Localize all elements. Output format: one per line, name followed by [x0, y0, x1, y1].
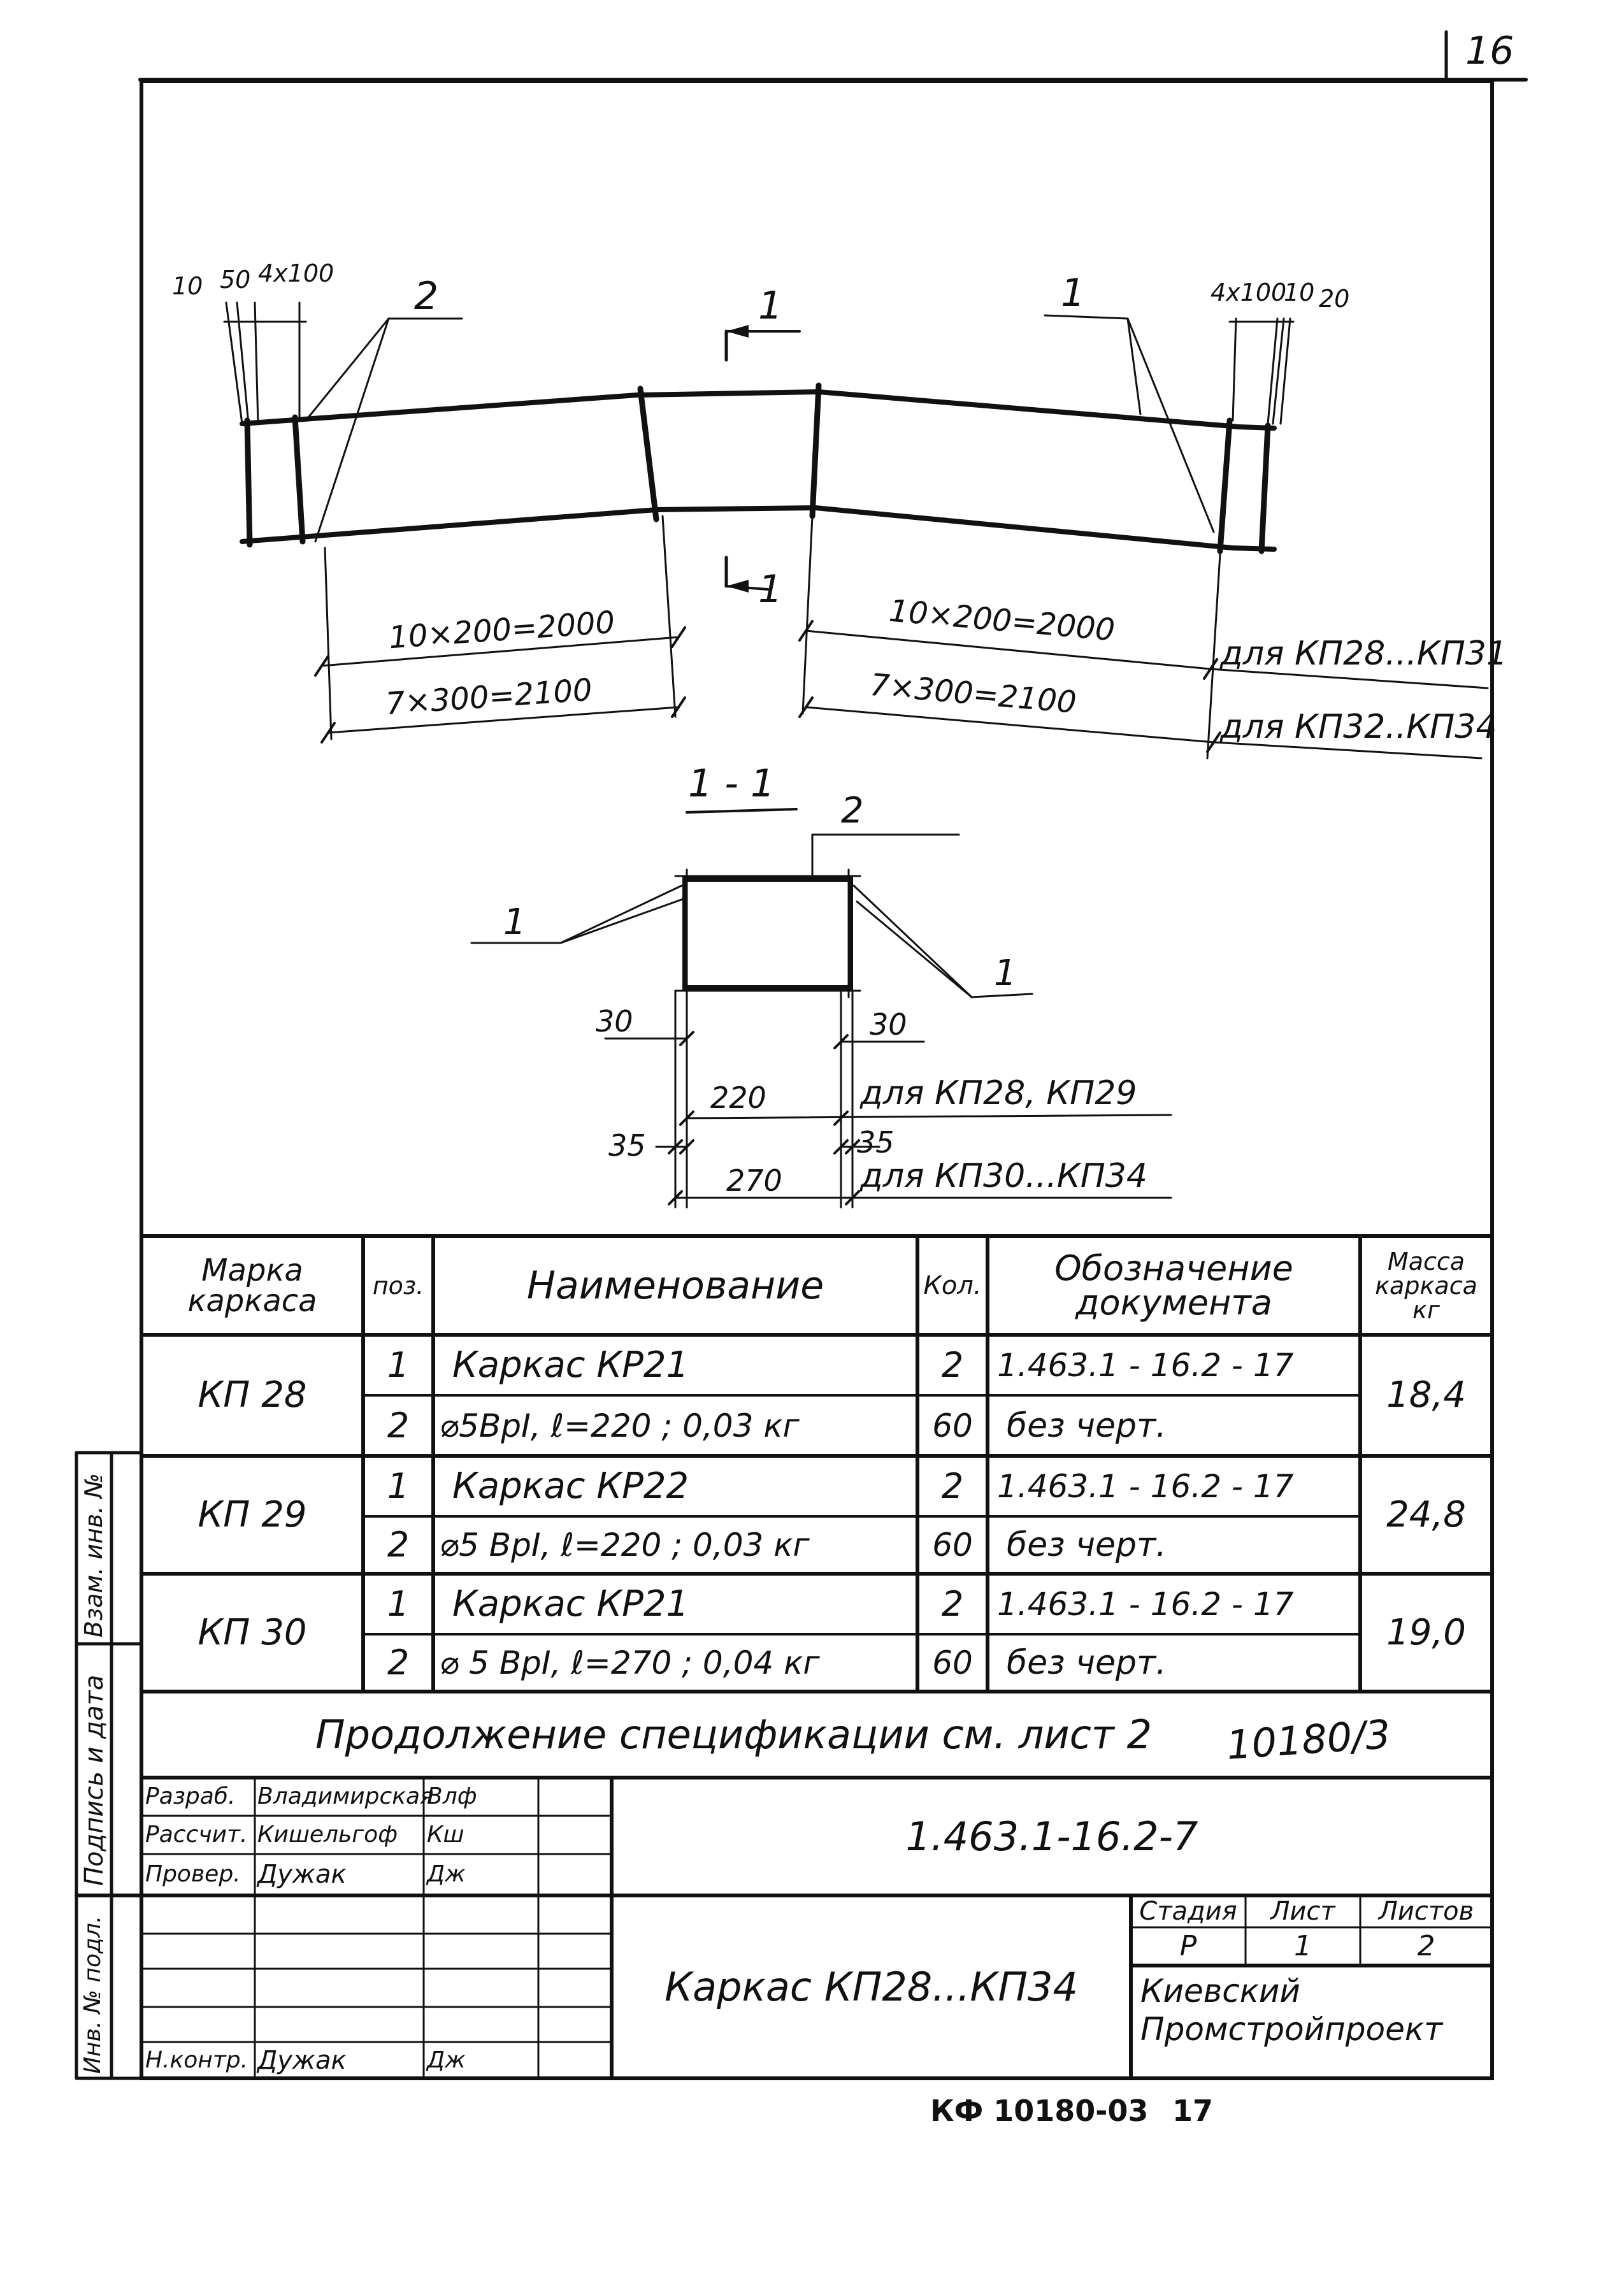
- note-label: для КП32..КП34: [1220, 708, 1497, 746]
- tb-sign: Кш: [427, 1822, 464, 1848]
- drawing-title: Каркас КП28...КП34: [665, 1963, 1078, 2010]
- row-name: Каркас КР21: [452, 1583, 689, 1625]
- dim-label: 50: [220, 266, 251, 294]
- header-doc: Обозначение документа: [1054, 1247, 1293, 1323]
- tb-sign: Влф: [427, 1783, 477, 1809]
- row-doc: 1.463.1 - 16.2 - 17: [997, 1467, 1294, 1505]
- row-doc: 1.463.1 - 16.2 - 17: [997, 1346, 1294, 1384]
- sign-date-label: Подпись и дата: [80, 1674, 109, 1886]
- note-label: для КП28, КП29: [860, 1074, 1137, 1112]
- tb-role: Н.контр.: [145, 2046, 248, 2073]
- header-qty: Кол.: [923, 1270, 982, 1300]
- row-qty: 60: [932, 1407, 973, 1444]
- callout-number: 1: [503, 902, 526, 943]
- row-doc: без черт.: [1007, 1406, 1167, 1445]
- row-name: ⌀ 5 ВрI, ℓ=270 ; 0,04 кг: [440, 1644, 820, 1681]
- row-pos: 1: [387, 1583, 410, 1624]
- tb-name: Дужак: [257, 2045, 347, 2075]
- note-label: для КП30...КП34: [860, 1157, 1147, 1195]
- dim-label: 35: [608, 1128, 646, 1163]
- section-title: 1 - 1: [688, 761, 775, 806]
- continuation-note: Продолжение спецификации см. лист 2: [315, 1711, 1153, 1758]
- dim-label: 4x100: [1211, 278, 1287, 306]
- tb-role: Провер.: [145, 1861, 241, 1887]
- dim-label: 20: [1319, 285, 1350, 313]
- replace-inv-label: Взам. инв. №: [80, 1472, 108, 1637]
- callout-number: 1: [1061, 271, 1086, 315]
- row-qty: 2: [941, 1465, 964, 1506]
- tb-name: Кишельгоф: [257, 1822, 398, 1848]
- row-qty: 60: [932, 1644, 973, 1681]
- drawing-code: 1.463.1-16.2-7: [905, 1813, 1198, 1860]
- sheet-label: Лист: [1270, 1897, 1335, 1926]
- row-name: Каркас КР21: [452, 1344, 689, 1386]
- sheet-value: 1: [1294, 1930, 1312, 1962]
- stage-value: Р: [1179, 1930, 1197, 1962]
- continuation-ref: 10180/3: [1225, 1711, 1392, 1769]
- dim-label: 30: [596, 1004, 633, 1039]
- group-mark: КП 30: [198, 1611, 307, 1653]
- stage-label: Стадия: [1139, 1897, 1237, 1926]
- row-pos: 2: [387, 1525, 410, 1565]
- callout-number: 2: [414, 274, 439, 319]
- row-pos: 2: [387, 1643, 410, 1683]
- page-number: 16: [1465, 29, 1514, 73]
- callout-number: 1: [994, 953, 1017, 994]
- tb-name: Дужак: [257, 1860, 347, 1889]
- dim-label: 10: [1284, 278, 1315, 306]
- dim-label: 30: [870, 1007, 907, 1042]
- section-mark: 1: [758, 567, 783, 612]
- dim-label: 270: [726, 1163, 782, 1198]
- row-pos: 1: [387, 1465, 410, 1506]
- row-qty: 60: [932, 1527, 973, 1564]
- tb-role: Рассчит.: [145, 1822, 248, 1848]
- dim-label: 35: [857, 1125, 895, 1160]
- callout-number: 2: [841, 790, 864, 831]
- row-doc: без черт.: [1007, 1644, 1167, 1682]
- row-pos: 1: [387, 1344, 410, 1385]
- group-mark: КП 28: [198, 1374, 307, 1416]
- group-mass: 19,0: [1386, 1611, 1466, 1653]
- group-mass: 18,4: [1386, 1374, 1466, 1416]
- tb-sign: Дж: [427, 1861, 466, 1887]
- row-pos: 2: [387, 1405, 410, 1446]
- group-mass: 24,8: [1386, 1493, 1466, 1535]
- row-name: ⌀5ВрI, ℓ=220 ; 0,03 кг: [440, 1407, 800, 1444]
- inv-orig-label: Инв. № подл.: [80, 1915, 106, 2074]
- row-name: ⌀5 ВрI, ℓ=220 ; 0,03 кг: [440, 1527, 810, 1564]
- footer-number: 17: [1172, 2094, 1214, 2128]
- header-pos: поз.: [372, 1271, 424, 1300]
- org-name-line1: Киевский: [1140, 1973, 1300, 2010]
- group-mark: КП 29: [198, 1493, 307, 1535]
- note-label: для КП28...КП31: [1220, 635, 1507, 673]
- sheets-value: 2: [1417, 1930, 1435, 1962]
- tb-sign: Дж: [427, 2046, 466, 2073]
- sheets-label: Листов: [1378, 1897, 1474, 1926]
- header-mass: Масса каркаса кг: [1375, 1247, 1477, 1324]
- row-doc: 1.463.1 - 16.2 - 17: [997, 1585, 1294, 1623]
- row-qty: 2: [941, 1344, 964, 1385]
- plan-view: [240, 389, 1277, 552]
- header-name: Наименование: [526, 1263, 824, 1308]
- dim-label: 4x100: [258, 259, 334, 287]
- dim-label: 220: [710, 1081, 766, 1115]
- row-qty: 2: [941, 1583, 964, 1624]
- org-name-line2: Промстройпроект: [1140, 2011, 1443, 2048]
- tb-name: Владимирская: [257, 1783, 434, 1809]
- dim-label: 10: [172, 272, 203, 300]
- row-doc: без черт.: [1007, 1526, 1167, 1564]
- archive-number: КФ 10180-03: [930, 2094, 1149, 2128]
- section-mark: 1: [758, 284, 783, 328]
- tb-role: Разраб.: [145, 1783, 236, 1809]
- row-name: Каркас КР22: [452, 1465, 689, 1507]
- header-mark: Марка каркаса: [187, 1252, 317, 1319]
